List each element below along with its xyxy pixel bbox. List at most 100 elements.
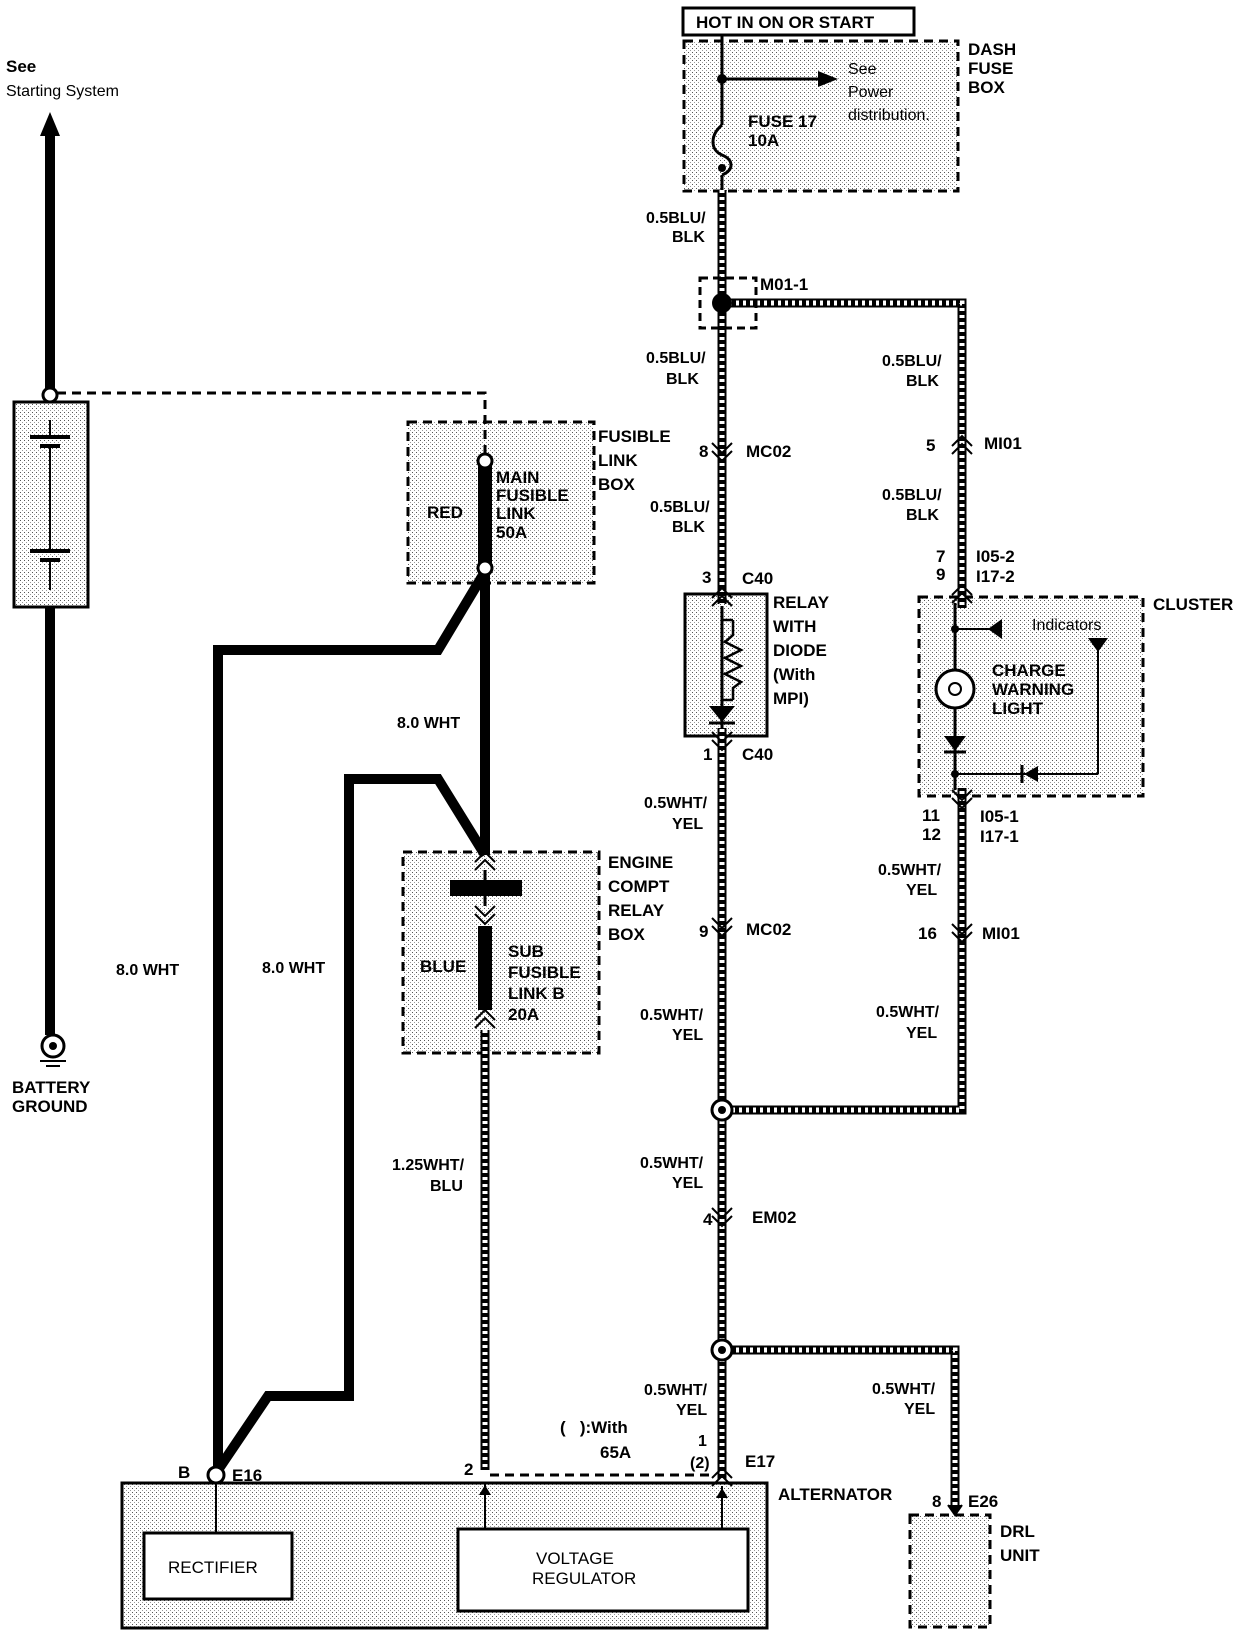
warning-label: WARNING [992, 680, 1074, 699]
mc02-b-connector [711, 917, 733, 938]
wire-blu-blk-2a: 0.5BLU/ [646, 350, 706, 367]
e17-label: E17 [745, 1452, 775, 1471]
up-arrow [40, 112, 60, 136]
starting-system-label: Starting System [6, 83, 119, 100]
ground-icon-dot [49, 1042, 57, 1050]
center-splice-1-dot [718, 1106, 726, 1114]
fuse-interior [700, 50, 740, 185]
ec-box-label: BOX [608, 925, 646, 944]
wire-blu-blk-4a: 0.5BLU/ [650, 499, 710, 516]
mi01-a-connector [951, 434, 973, 455]
pin-2-label: 2 [464, 1460, 473, 1479]
fusible-top-terminal [476, 452, 494, 470]
cluster-return-arrow-icon [1088, 638, 1108, 652]
wire-wht-blu-b: BLU [430, 1178, 463, 1195]
charge-warning-light-icon [934, 668, 976, 710]
wire-wht-yel-6a: 0.5WHT/ [644, 1382, 708, 1399]
m011-label: M01-1 [760, 275, 808, 294]
wire-wht-yel-4a: 0.5WHT/ [876, 1004, 940, 1021]
fuse-label: FUSE [968, 59, 1013, 78]
pin-12-label: 12 [922, 825, 941, 844]
indicators-arrow-icon [988, 619, 1002, 639]
alternator-label: ALTERNATOR [778, 1485, 892, 1504]
pin-4-label: 4 [703, 1210, 713, 1229]
dash-label: DASH [968, 40, 1016, 59]
red-label: RED [427, 503, 463, 522]
wire-wht-yel-7a: 0.5WHT/ [872, 1381, 936, 1398]
blue-label: BLUE [420, 957, 466, 976]
pin-5-label: 5 [926, 436, 935, 455]
c40-b-connector [711, 731, 733, 752]
mc02-a-connector [711, 442, 733, 463]
rating-20a: 20A [508, 1005, 539, 1024]
pin-8b-label: 8 [932, 1492, 941, 1511]
fuse-node-bottom [718, 164, 726, 172]
connector-chevron-mid [474, 905, 496, 918]
drl-label: DRL [1000, 1522, 1035, 1541]
battery-positive-terminal [41, 386, 59, 404]
see-label: See [6, 57, 36, 76]
see-power-1: See [848, 61, 877, 78]
relay-box-bar [450, 880, 522, 896]
with-65a-1: ( ):With [560, 1418, 628, 1437]
wire-8wht-a-label: 8.0 WHT [397, 715, 460, 732]
pin-16-label: 16 [918, 924, 937, 943]
e16-label: E16 [232, 1466, 262, 1485]
pin-3-label: 3 [702, 568, 711, 587]
m01-1-connector [698, 276, 758, 330]
mi01-b-label: MI01 [982, 924, 1020, 943]
wire-wht-yel-2b: YEL [906, 882, 937, 899]
pin-2p-label: (2) [690, 1455, 710, 1472]
wire-wht-yel-3a: 0.5WHT/ [640, 1007, 704, 1024]
wire-wht-yel-1b: YEL [672, 816, 703, 833]
connector-chevron-bot2 [474, 1016, 496, 1029]
wire-wht-yel-3b: YEL [672, 1027, 703, 1044]
wire-wht-yel-1a: 0.5WHT/ [644, 795, 708, 812]
em02-label: EM02 [752, 1208, 796, 1227]
c40-a-label: C40 [742, 569, 773, 588]
voltage-label: VOLTAGE [536, 1549, 614, 1568]
wire-blu-blk-3b: BLK [906, 373, 939, 390]
battery-to-fusible-dashed [57, 391, 487, 455]
rating-50a: 50A [496, 523, 527, 542]
wire-8wht-b-label: 8.0 WHT [116, 962, 179, 979]
connector-chevron-bot [474, 1008, 496, 1021]
unit-label: UNIT [1000, 1546, 1040, 1565]
link-label: LINK [598, 451, 638, 470]
connector-chevron-mid2 [474, 913, 496, 926]
relay-diode-icon [709, 706, 735, 722]
connector-chevron-top [474, 850, 496, 863]
voltage-regulator-box [456, 1527, 750, 1613]
pin-8-label: 8 [699, 442, 708, 461]
link2-label: LINK [496, 504, 536, 523]
em02-connector [711, 1207, 733, 1228]
wire-blu-blk-1b: BLK [672, 229, 705, 246]
mc02-b-label: MC02 [746, 920, 791, 939]
fusible-bottom-terminal [476, 559, 494, 577]
cluster-diode2-icon [1024, 766, 1038, 782]
compt-label: COMPT [608, 877, 670, 896]
wire-wht-yel-2a: 0.5WHT/ [878, 862, 942, 879]
fusible-label: FUSIBLE [598, 427, 671, 446]
main-label: MAIN [496, 468, 539, 487]
hot-in-box [681, 6, 916, 37]
link-b-label: LINK B [508, 984, 565, 1003]
with-65a-2: 65A [600, 1443, 631, 1462]
pin-1b-label: 1 [698, 1433, 707, 1450]
i05-2-connector [951, 583, 973, 604]
see-power-2: Power [848, 84, 894, 101]
wire-drl-stripe [722, 1347, 958, 1505]
pin-11-label: 11 [922, 806, 940, 825]
e26-connector [947, 1504, 963, 1517]
with-label: WITH [773, 617, 816, 636]
alternator-b-terminal [206, 1465, 226, 1485]
diode-label: DIODE [773, 641, 827, 660]
wire-wht-yel-5b: YEL [672, 1175, 703, 1192]
fusible2-label: FUSIBLE [496, 486, 569, 505]
fusible-link-box [406, 420, 596, 585]
e26-label: E26 [968, 1492, 998, 1511]
i17-1-label: I17-1 [980, 827, 1019, 846]
engine-label: ENGINE [608, 853, 673, 872]
b-label: B [178, 1463, 190, 1482]
